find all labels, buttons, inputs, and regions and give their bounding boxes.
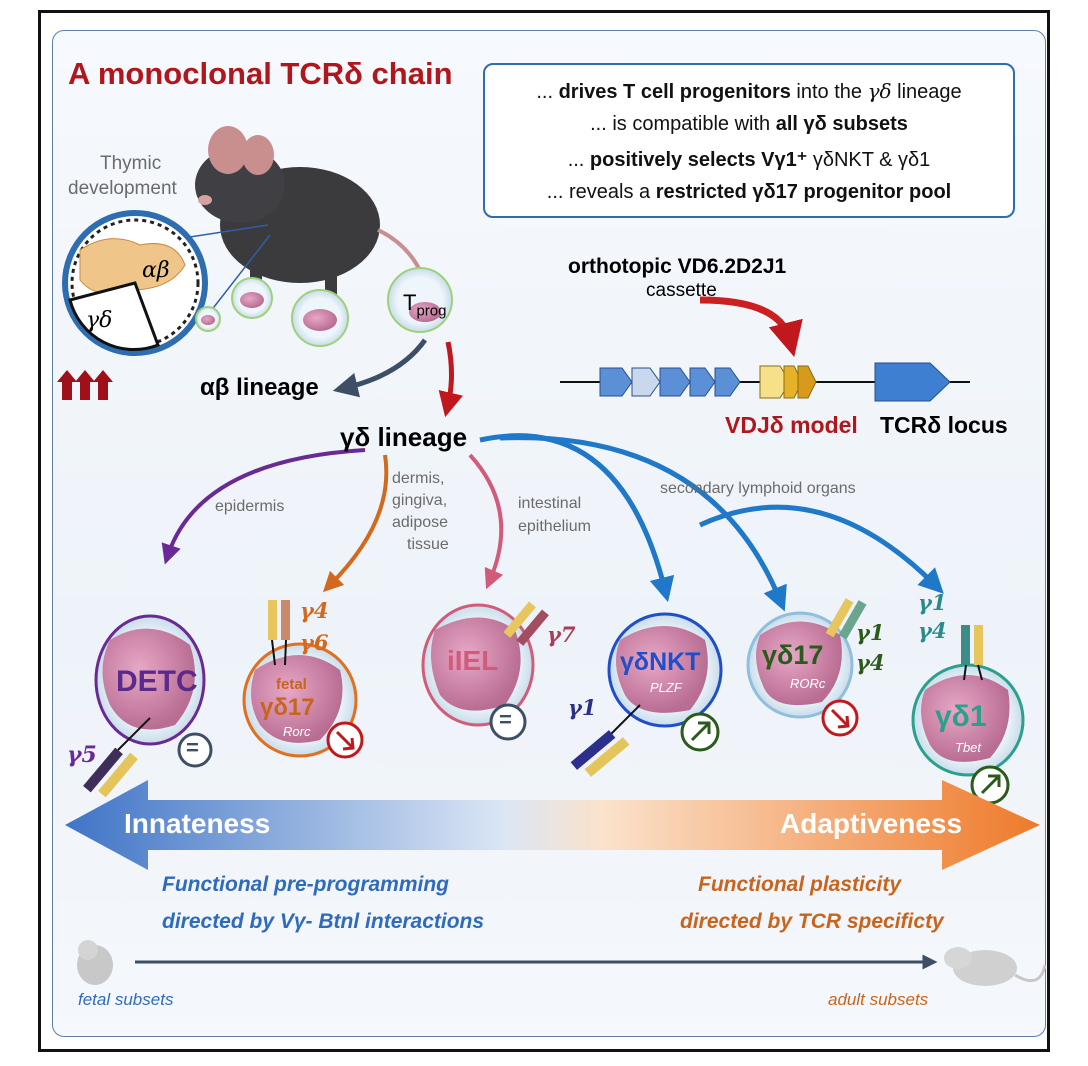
cell-tf-tbet: Tbet bbox=[955, 740, 982, 755]
summary-line-2: ... is compatible with all γδ subsets bbox=[485, 113, 1013, 136]
figure-title: A monoclonal TCRδ chain bbox=[68, 56, 453, 91]
trend-equal-icon: = bbox=[499, 707, 512, 732]
summary-text: into the bbox=[790, 81, 868, 103]
thymus-gd-label: γδ bbox=[86, 308, 113, 333]
locus-label: TCRδ locus bbox=[880, 412, 1008, 438]
tissue-dermis-2: gingiva, bbox=[392, 492, 448, 509]
chain-label: γ1 bbox=[856, 620, 885, 645]
cell-fetal-gd17 bbox=[242, 600, 364, 759]
increase-arrows-icon bbox=[57, 370, 113, 400]
cell-name-gd1: γδ1 bbox=[935, 700, 987, 733]
adaptiveness-label: Adaptiveness bbox=[780, 808, 963, 839]
construct-label: orthotopic VD6.2D2J1 bbox=[568, 255, 787, 278]
cell-detc bbox=[83, 614, 213, 798]
cell-name-gdnkt: γδNKT bbox=[620, 648, 701, 676]
chain-label: γ1 bbox=[568, 695, 597, 720]
tissue-intestinal-2: epithelium bbox=[518, 518, 591, 535]
cell-name-detc: DETC bbox=[116, 665, 198, 698]
construct-sub-label: cassette bbox=[646, 280, 717, 301]
summary-bold: all γδ subsets bbox=[775, 113, 908, 135]
summary-text: γδNKT & γδ1 bbox=[807, 149, 931, 171]
summary-bold: restricted γδ17 progenitor pool bbox=[655, 181, 952, 203]
summary-symbol: γδ bbox=[867, 79, 892, 103]
summary-text: ... bbox=[536, 81, 559, 103]
summary-bold: positively selects Vγ1⁺ bbox=[589, 149, 808, 171]
innateness-label: Innateness bbox=[124, 808, 271, 839]
tissue-dermis-4: tissue bbox=[407, 536, 449, 553]
chain-label: γ5 bbox=[67, 742, 97, 768]
ab-lineage-label: αβ lineage bbox=[200, 374, 319, 401]
chain-label: γ6 bbox=[300, 630, 329, 655]
summary-text: ... is compatible with bbox=[590, 113, 776, 135]
tprog-label: Tprog bbox=[403, 290, 446, 319]
cell-name-gd17: γδ17 bbox=[762, 640, 824, 670]
cell-gdnkt bbox=[570, 612, 723, 777]
tissue-intestinal-1: intestinal bbox=[518, 495, 582, 512]
cell-iiel bbox=[421, 601, 549, 741]
construct-locus bbox=[560, 296, 970, 402]
innate-desc-2: directed by Vγ- Btnl interactions bbox=[162, 910, 485, 933]
model-label: VDJδ model bbox=[725, 412, 858, 438]
tissue-epidermis: epidermis bbox=[215, 498, 285, 515]
progenitor-cells bbox=[195, 267, 453, 347]
adaptive-desc-1: Functional plasticity bbox=[698, 873, 902, 896]
tissue-dermis-3: adipose bbox=[392, 514, 449, 531]
dermis-arrow bbox=[322, 454, 389, 593]
summary-text: lineage bbox=[891, 81, 962, 103]
cell-name-fetal-gd17: γδ17 bbox=[260, 694, 315, 721]
chain-label: γ4 bbox=[300, 598, 329, 623]
adult-subsets-label: adult subsets bbox=[828, 990, 929, 1009]
trend-down-icon bbox=[335, 708, 850, 751]
trend-equal-icon: = bbox=[186, 735, 199, 760]
intestinal-arrow bbox=[468, 453, 504, 590]
cell-name-iiel: iIEL bbox=[447, 645, 499, 676]
summary-line-4: ... reveals a restricted γδ17 progenitor… bbox=[485, 181, 1013, 204]
gd1-arrow bbox=[698, 504, 944, 594]
fetal-subsets-label: fetal subsets bbox=[78, 990, 174, 1009]
outer-frame bbox=[38, 10, 1050, 1052]
ab-lineage-arrow bbox=[332, 338, 428, 398]
innate-desc-1: Functional pre-programming bbox=[162, 873, 450, 896]
tissue-dermis-1: dermis, bbox=[392, 470, 445, 487]
summary-box: ... drives T cell progenitors into the γ… bbox=[483, 63, 1015, 218]
summary-text: ... bbox=[567, 149, 590, 171]
cell-gd17 bbox=[746, 598, 867, 737]
chain-label: γ4 bbox=[918, 618, 947, 643]
cell-tf-rorc: Rorc bbox=[283, 724, 311, 739]
trend-up-icon bbox=[690, 721, 1001, 795]
epidermis-arrow bbox=[161, 448, 366, 565]
tprog-sub: prog bbox=[416, 302, 447, 320]
chain-label: γ7 bbox=[547, 622, 576, 647]
adaptive-desc-2: directed by TCR specificty bbox=[680, 910, 944, 933]
thymic-label-1: Thymic bbox=[100, 153, 162, 174]
thymus-zoom bbox=[62, 210, 271, 356]
summary-text: ... reveals a bbox=[546, 181, 656, 203]
gd-lineage-arrow bbox=[438, 341, 464, 418]
summary-bold: drives T cell progenitors bbox=[558, 81, 791, 103]
mouse-illustration bbox=[195, 126, 432, 305]
cell-prefix-fetal: fetal bbox=[276, 676, 307, 693]
gd17-arrow bbox=[499, 435, 787, 612]
summary-line-3: ... positively selects Vγ1⁺ γδNKT & γδ1 bbox=[485, 147, 1013, 172]
thymus-ab-label: αβ bbox=[142, 258, 170, 283]
tprog-main: T bbox=[403, 290, 417, 315]
development-timeline bbox=[77, 940, 1047, 986]
gd-lineage-label: γδ lineage bbox=[340, 422, 468, 452]
summary-line-1: ... drives T cell progenitors into the γ… bbox=[485, 79, 1013, 104]
innateness-adaptiveness-arrow bbox=[65, 780, 1040, 870]
cell-tf-rorc-adult: RORc bbox=[790, 676, 826, 691]
tissue-secondary: secondary lymphoid organs bbox=[660, 480, 856, 497]
chain-label: γ1 bbox=[918, 590, 947, 615]
chain-label: γ4 bbox=[856, 650, 885, 675]
thymic-label-2: development bbox=[68, 178, 177, 199]
cell-tf-plzf: PLZF bbox=[650, 680, 682, 695]
